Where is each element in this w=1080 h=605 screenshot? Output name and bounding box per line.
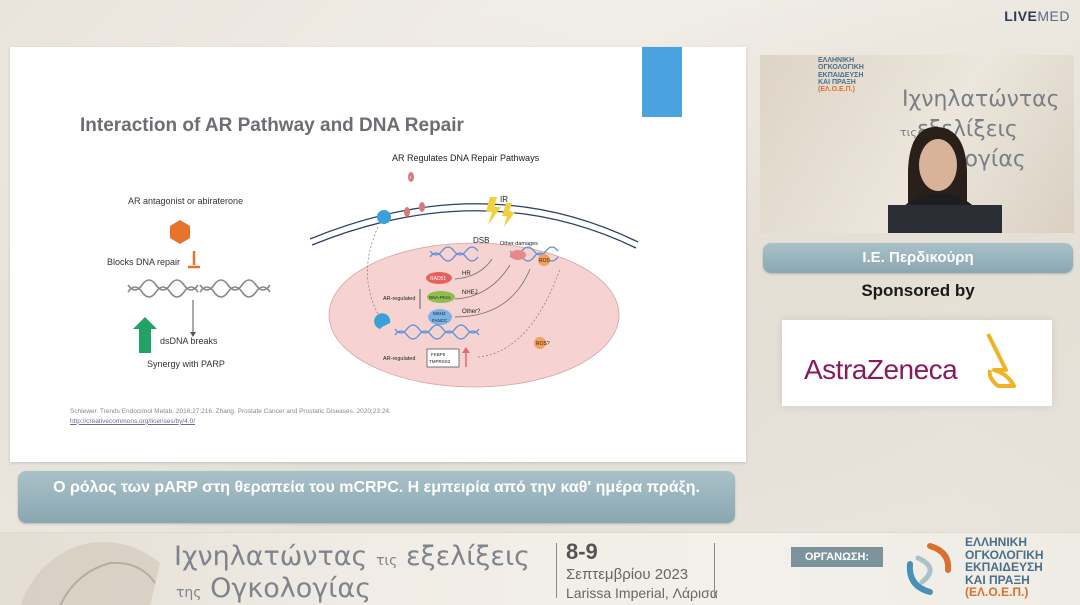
dnapkcs-protein xyxy=(427,291,455,303)
ros-burst-icon-2 xyxy=(534,337,546,349)
ros-burst-icon xyxy=(538,254,550,266)
horse-sculpture-graphic xyxy=(20,542,160,605)
repair-arrow-nhej xyxy=(454,264,511,300)
event-title-line1: Ιχνηλατώντας τις εξελίξεις xyxy=(174,541,530,572)
androgen-receptor-icon xyxy=(377,210,391,224)
presentation-slide: Interaction of AR Pathway and DNA Repair… xyxy=(10,47,746,462)
dsb-label: DSB xyxy=(473,236,489,245)
other-damages-label: Other damages xyxy=(500,241,538,247)
astrazeneca-swirl-icon xyxy=(986,333,1016,388)
cell-membrane-outer xyxy=(309,203,639,243)
speaker-bg-line1: Ιχνηλατώντας xyxy=(902,87,1060,112)
rad51-label: RAD51 xyxy=(430,276,446,282)
event-venue: Larissa Imperial, Λάρισα xyxy=(566,585,718,601)
license-link[interactable]: http://creativecommons.org/licenses/by/4… xyxy=(70,417,196,425)
green-up-arrow-icon xyxy=(133,317,157,353)
ir-lightning-icon-2 xyxy=(502,203,515,227)
speaker-bg-org-text: ΕΛΛΗΝΙΚΗ ΟΓΚΟΛΟΓΙΚΗ ΕΚΠΑΙΔΕΥΣΗ ΚΑΙ ΠΡΑΞΗ… xyxy=(818,57,864,94)
ir-label: IR xyxy=(500,195,508,204)
breaks-arrow-head xyxy=(190,332,196,337)
talk-title-banner: Ο ρόλος των pARP στη θεραπεία του mCRPC.… xyxy=(18,471,735,523)
ar-regulated-label-2: AR-regulated xyxy=(383,356,415,362)
speaker-video: ΕΛΛΗΝΙΚΗ ΟΓΚΟΛΟΓΙΚΗ ΕΚΠΑΙΔΕΥΣΗ ΚΑΙ ΠΡΑΞΗ… xyxy=(760,55,1074,233)
repair-arrow-other xyxy=(454,268,531,318)
tmprss2-label: TMPRSS2 xyxy=(429,359,451,364)
breaks-label: dsDNA breaks xyxy=(160,336,218,346)
eloep-logo-icon xyxy=(906,543,952,595)
event-banner: Ιχνηλατώντας τις εξελίξεις της Ογκολογία… xyxy=(0,532,1080,605)
banner-divider-left xyxy=(556,543,557,598)
synergy-label: Synergy with PARP xyxy=(147,359,225,369)
dna-repair-diagram: AR Regulates DNA Repair Pathways AR anta… xyxy=(107,153,639,388)
dnapkcs-label: DNA-PKcs xyxy=(429,295,451,300)
ros-label: ROS xyxy=(539,258,551,264)
diagram-heading: AR Regulates DNA Repair Pathways xyxy=(392,153,540,163)
nhej-label: NHEJ xyxy=(462,290,478,296)
ir-lightning-icon xyxy=(486,197,501,225)
msh2-label: MSH2 xyxy=(433,311,446,316)
repair-arrow-hr xyxy=(454,258,493,280)
t-label-1: T xyxy=(409,175,412,180)
testosterone-molecule-2 xyxy=(404,207,410,217)
ros-q-label: ROS? xyxy=(536,341,550,347)
damage-marker xyxy=(510,250,526,260)
ros-dashed-path xyxy=(477,268,561,358)
sponsored-label: Sponsored by xyxy=(861,281,975,300)
drug-hexagon-icon xyxy=(170,220,190,244)
speaker-figure xyxy=(888,126,1002,233)
slide-accent-bar xyxy=(642,47,682,117)
rad51-protein xyxy=(426,272,452,284)
fkbp5-label: FKBP5 xyxy=(431,352,446,357)
dna-double-helix-icon xyxy=(127,279,271,298)
organizer-label: ΟΡΓΑΝΩΣΗ: xyxy=(791,547,883,567)
livemed-logo: LIVEMED xyxy=(1004,8,1070,24)
speaker-name-badge: Ι.Ε. Περδικούρη xyxy=(763,243,1073,273)
msh2-protein xyxy=(428,309,452,325)
dna-helix-bottom xyxy=(394,324,480,340)
testosterone-molecule xyxy=(408,172,414,182)
event-month: Σεπτεμβρίου 2023 xyxy=(566,566,689,583)
other-q-label: Other? xyxy=(462,309,481,315)
ar-binding-icon xyxy=(374,313,391,329)
slide-citation: Schiewer. Trends Endocrinol Metab. 2016;… xyxy=(70,408,391,425)
organizer-name: ΕΛΛΗΝΙΚΗ ΟΓΚΟΛΟΓΙΚΗ ΕΚΠΑΙΔΕΥΣΗ ΚΑΙ ΠΡΑΞΗ… xyxy=(965,535,1044,600)
speaker-face xyxy=(919,139,957,191)
cell-membrane-inner xyxy=(311,210,637,249)
event-dates: 8-9 xyxy=(566,539,598,564)
event-title-line2: της Ογκολογίας xyxy=(176,573,372,604)
ar-regulated-label-1: AR-regulated xyxy=(383,296,415,302)
testosterone-molecule-3 xyxy=(419,202,425,212)
antagonist-label: AR antagonist or abiraterone xyxy=(128,196,243,206)
banner-divider-right xyxy=(714,543,715,598)
blocks-label: Blocks DNA repair xyxy=(107,257,180,267)
expression-arrow-head xyxy=(462,347,470,353)
laptop-icon xyxy=(888,205,1002,233)
fancc-label: FANCC xyxy=(432,318,448,323)
hr-label: HR xyxy=(462,271,471,277)
sponsor-logo-box: AstraZeneca xyxy=(782,320,1052,406)
sponsor-name: AstraZeneca xyxy=(804,354,958,385)
fkbp5-box xyxy=(426,348,460,368)
slide-title: Interaction of AR Pathway and DNA Repair xyxy=(80,115,464,136)
